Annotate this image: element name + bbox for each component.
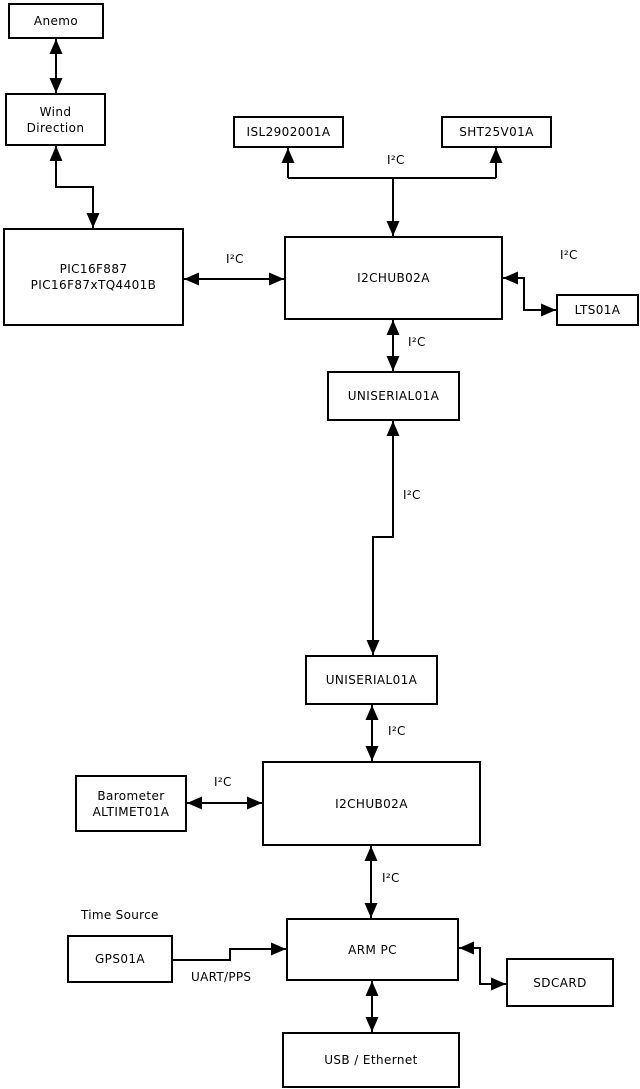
edge-label-i2c-hub2-armpc: I²C	[382, 871, 400, 885]
node-usb-ethernet-label: USB / Ethernet	[324, 1053, 418, 1067]
node-isl2902001a: ISL2902001A	[233, 116, 344, 148]
node-i2chub-bottom: I2CHUB02A	[262, 761, 481, 846]
edge-armpc-sdcard	[459, 941, 506, 991]
node-gps01a-label: GPS01A	[94, 952, 146, 966]
node-i2chub-top-label: I2CHUB02A	[357, 271, 430, 285]
node-usb-ethernet: USB / Ethernet	[282, 1032, 460, 1088]
edge-label-i2c-uniserial2-hub2: I²C	[388, 724, 406, 738]
edge-uniserial1-uniserial2	[366, 421, 400, 655]
node-lts01a: LTS01A	[556, 294, 639, 326]
node-gps01a: GPS01A	[67, 935, 173, 983]
annotation-time-source: Time Source	[81, 908, 159, 922]
node-uniserial-top: UNISERIAL01A	[327, 371, 460, 421]
node-sdcard: SDCARD	[506, 958, 614, 1007]
edge-gps-armpc	[173, 942, 286, 961]
node-sht25v01a-label: SHT25V01A	[459, 125, 534, 139]
node-wind-direction-line1: Wind	[39, 104, 72, 119]
node-sdcard-label: SDCARD	[533, 975, 587, 990]
node-uniserial-top-label: UNISERIAL01A	[347, 389, 440, 403]
edge-label-i2c-barometer-hub2: I²C	[214, 775, 232, 789]
edge-label-i2c-uniserial-link: I²C	[403, 488, 421, 502]
node-i2chub-bottom-label: I2CHUB02A	[335, 796, 408, 811]
node-pic-line2: PIC16F87xTQ4401B	[30, 278, 157, 292]
node-arm-pc-label: ARM PC	[348, 942, 397, 957]
node-anemo-label: Anemo	[33, 14, 79, 28]
edge-label-i2c-pic-hub1: I²C	[226, 252, 244, 266]
node-barometer-line2: ALTIMET01A	[92, 804, 170, 819]
edge-label-uart-pps: UART/PPS	[191, 970, 252, 984]
edge-hub1-lts	[503, 271, 556, 317]
node-i2chub-top: I2CHUB02A	[284, 236, 503, 320]
node-arm-pc: ARM PC	[286, 918, 459, 981]
node-lts01a-label: LTS01A	[574, 303, 621, 317]
edge-label-i2c-top-branch: I²C	[387, 153, 405, 167]
node-sht25v01a: SHT25V01A	[441, 116, 552, 148]
node-uniserial-bottom: UNISERIAL01A	[305, 655, 438, 705]
node-anemo: Anemo	[8, 3, 104, 39]
edge-wind-pic	[49, 146, 100, 228]
node-pic-line1: PIC16F887	[59, 262, 128, 276]
node-uniserial-bottom-label: UNISERIAL01A	[325, 673, 418, 687]
node-barometer: Barometer ALTIMET01A	[75, 775, 187, 832]
node-wind-direction-line2: Direction	[26, 120, 85, 135]
edge-label-i2c-hub1-lts: I²C	[560, 248, 578, 262]
node-wind-direction: Wind Direction	[5, 93, 106, 146]
node-pic: PIC16F887 PIC16F87xTQ4401B	[3, 228, 184, 326]
node-barometer-line1: Barometer	[97, 788, 165, 803]
node-isl2902001a-label: ISL2902001A	[246, 125, 331, 139]
edge-label-i2c-hub1-uniserial1: I²C	[408, 335, 426, 349]
